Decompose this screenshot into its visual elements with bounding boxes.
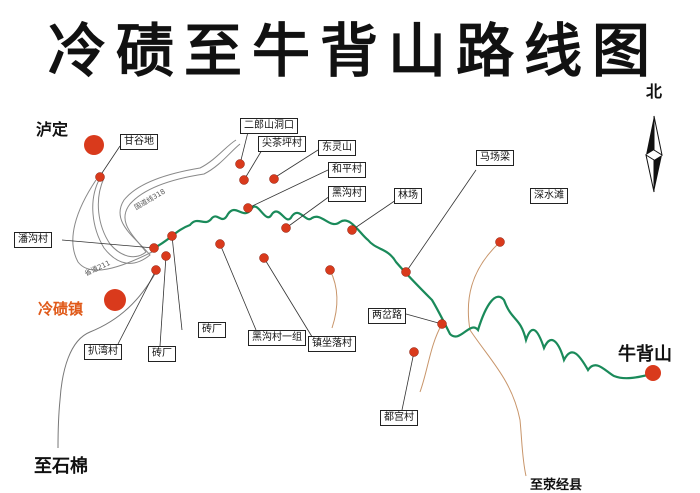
main-route — [153, 205, 653, 380]
branch-road-yingjing — [467, 241, 527, 477]
label-linchang: 林场 — [394, 188, 422, 204]
label-heigoucun: 黑沟村 — [328, 186, 366, 202]
village-dots — [95, 159, 505, 357]
label-gangudi: 甘谷地 — [120, 134, 158, 150]
road-to-shimian — [57, 271, 157, 449]
label-zhenzuoluo: 镇坐落村 — [308, 336, 356, 352]
label-erlangshan-tunnel: 二郎山洞口 — [240, 118, 298, 134]
town-niubeishan: 牛背山 — [618, 344, 672, 365]
label-zhuanchang-lower: 砖厂 — [148, 346, 176, 362]
map-title: 冷碛至牛背山路线图 — [48, 17, 661, 85]
branch-road-dugong — [419, 323, 443, 393]
label-pawancun: 扒湾村 — [84, 344, 122, 360]
label-hepingcun: 和平村 — [328, 162, 366, 178]
national-road-318 — [92, 139, 237, 264]
provincial-road-211 — [72, 179, 153, 271]
label-liangchalu: 两岔路 — [368, 308, 406, 324]
label-road-318: 国道线318 — [133, 187, 167, 212]
compass-arrow-icon — [645, 115, 663, 193]
label-heigou-1: 黑沟村一组 — [248, 330, 306, 346]
branch-road-zhenzuoluo — [329, 269, 338, 329]
niubeishan-dot — [645, 365, 661, 381]
label-zhuanchang-upper: 砖厂 — [198, 322, 226, 338]
label-machangliang: 马场梁 — [476, 150, 514, 166]
town-to-shimian: 至石棉 — [34, 456, 88, 477]
town-lengqi: 冷碛镇 — [38, 300, 84, 318]
label-shenshuitan: 深水滩 — [530, 188, 568, 204]
town-luding: 泸定 — [36, 120, 69, 139]
lengqi-dot — [104, 289, 126, 311]
north-label: 北 — [645, 82, 662, 101]
town-to-yingjing: 至荥经县 — [530, 478, 583, 493]
label-pangoucun: 潘沟村 — [14, 232, 52, 248]
label-donglingshan: 东灵山 — [318, 140, 356, 156]
luding-dot — [84, 135, 104, 155]
label-dugongcun: 都宫村 — [380, 410, 418, 426]
label-jianchaping: 尖茶坪村 — [258, 136, 306, 152]
label-road-211: 省道211 — [83, 258, 112, 278]
